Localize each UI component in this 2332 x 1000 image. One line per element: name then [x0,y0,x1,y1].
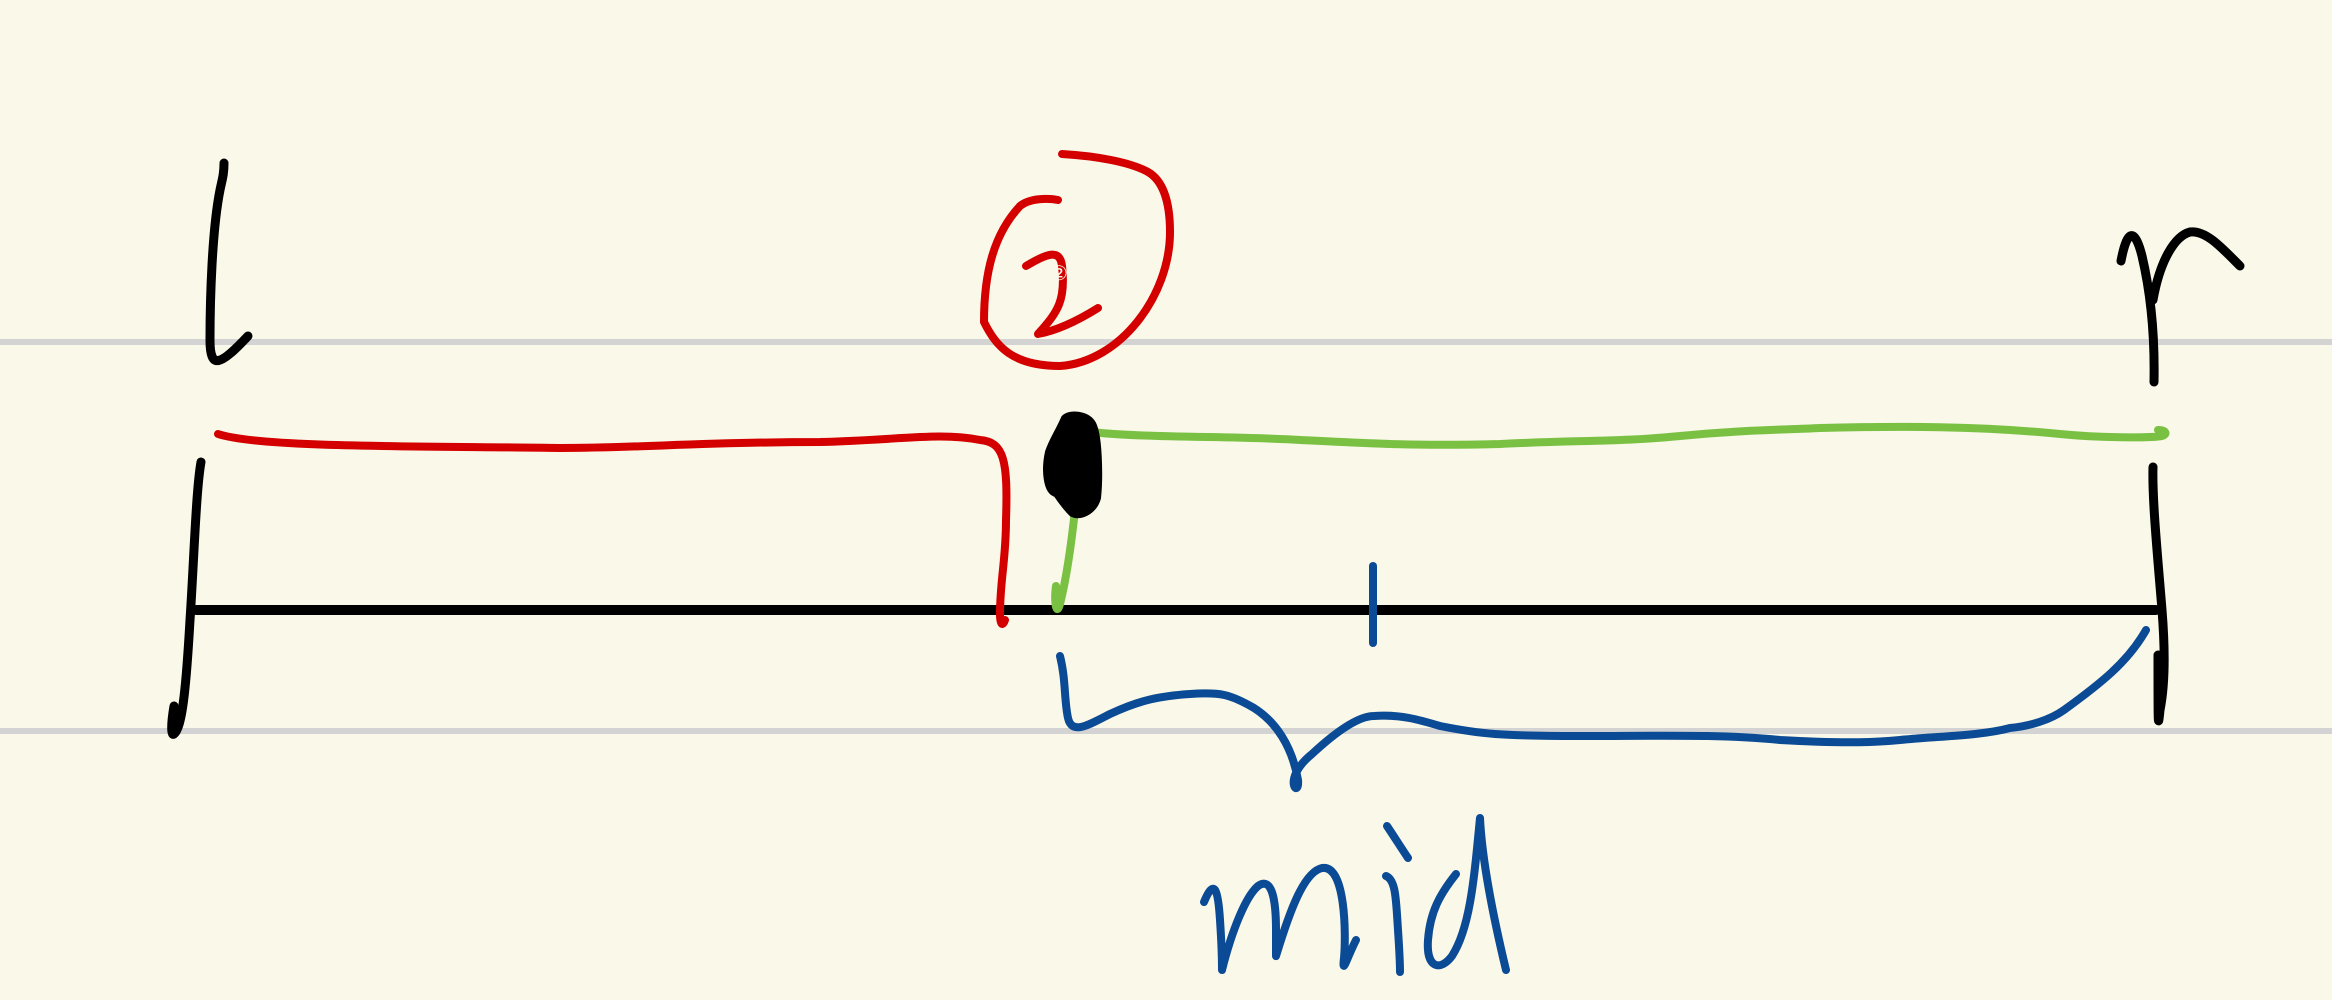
left-label-text: l [190,351,196,375]
marker-label-text: ② [1050,261,1068,285]
green-right-range-bracket [1051,422,2170,614]
left-label-stroke [205,158,253,365]
marker-two-stroke [1022,250,1102,338]
mid-label-stroke [1200,814,1510,976]
mid-point-marker [1043,411,1103,519]
red-left-range-bracket [214,430,1011,628]
left-boundary-tick [167,457,206,739]
right-label-stroke [2116,227,2245,387]
right-boundary-tick [2148,462,2169,726]
blue-mid-range-brace [1056,626,2150,793]
marker-circle-stroke [980,150,1174,370]
right-label-text: r [2160,391,2170,415]
